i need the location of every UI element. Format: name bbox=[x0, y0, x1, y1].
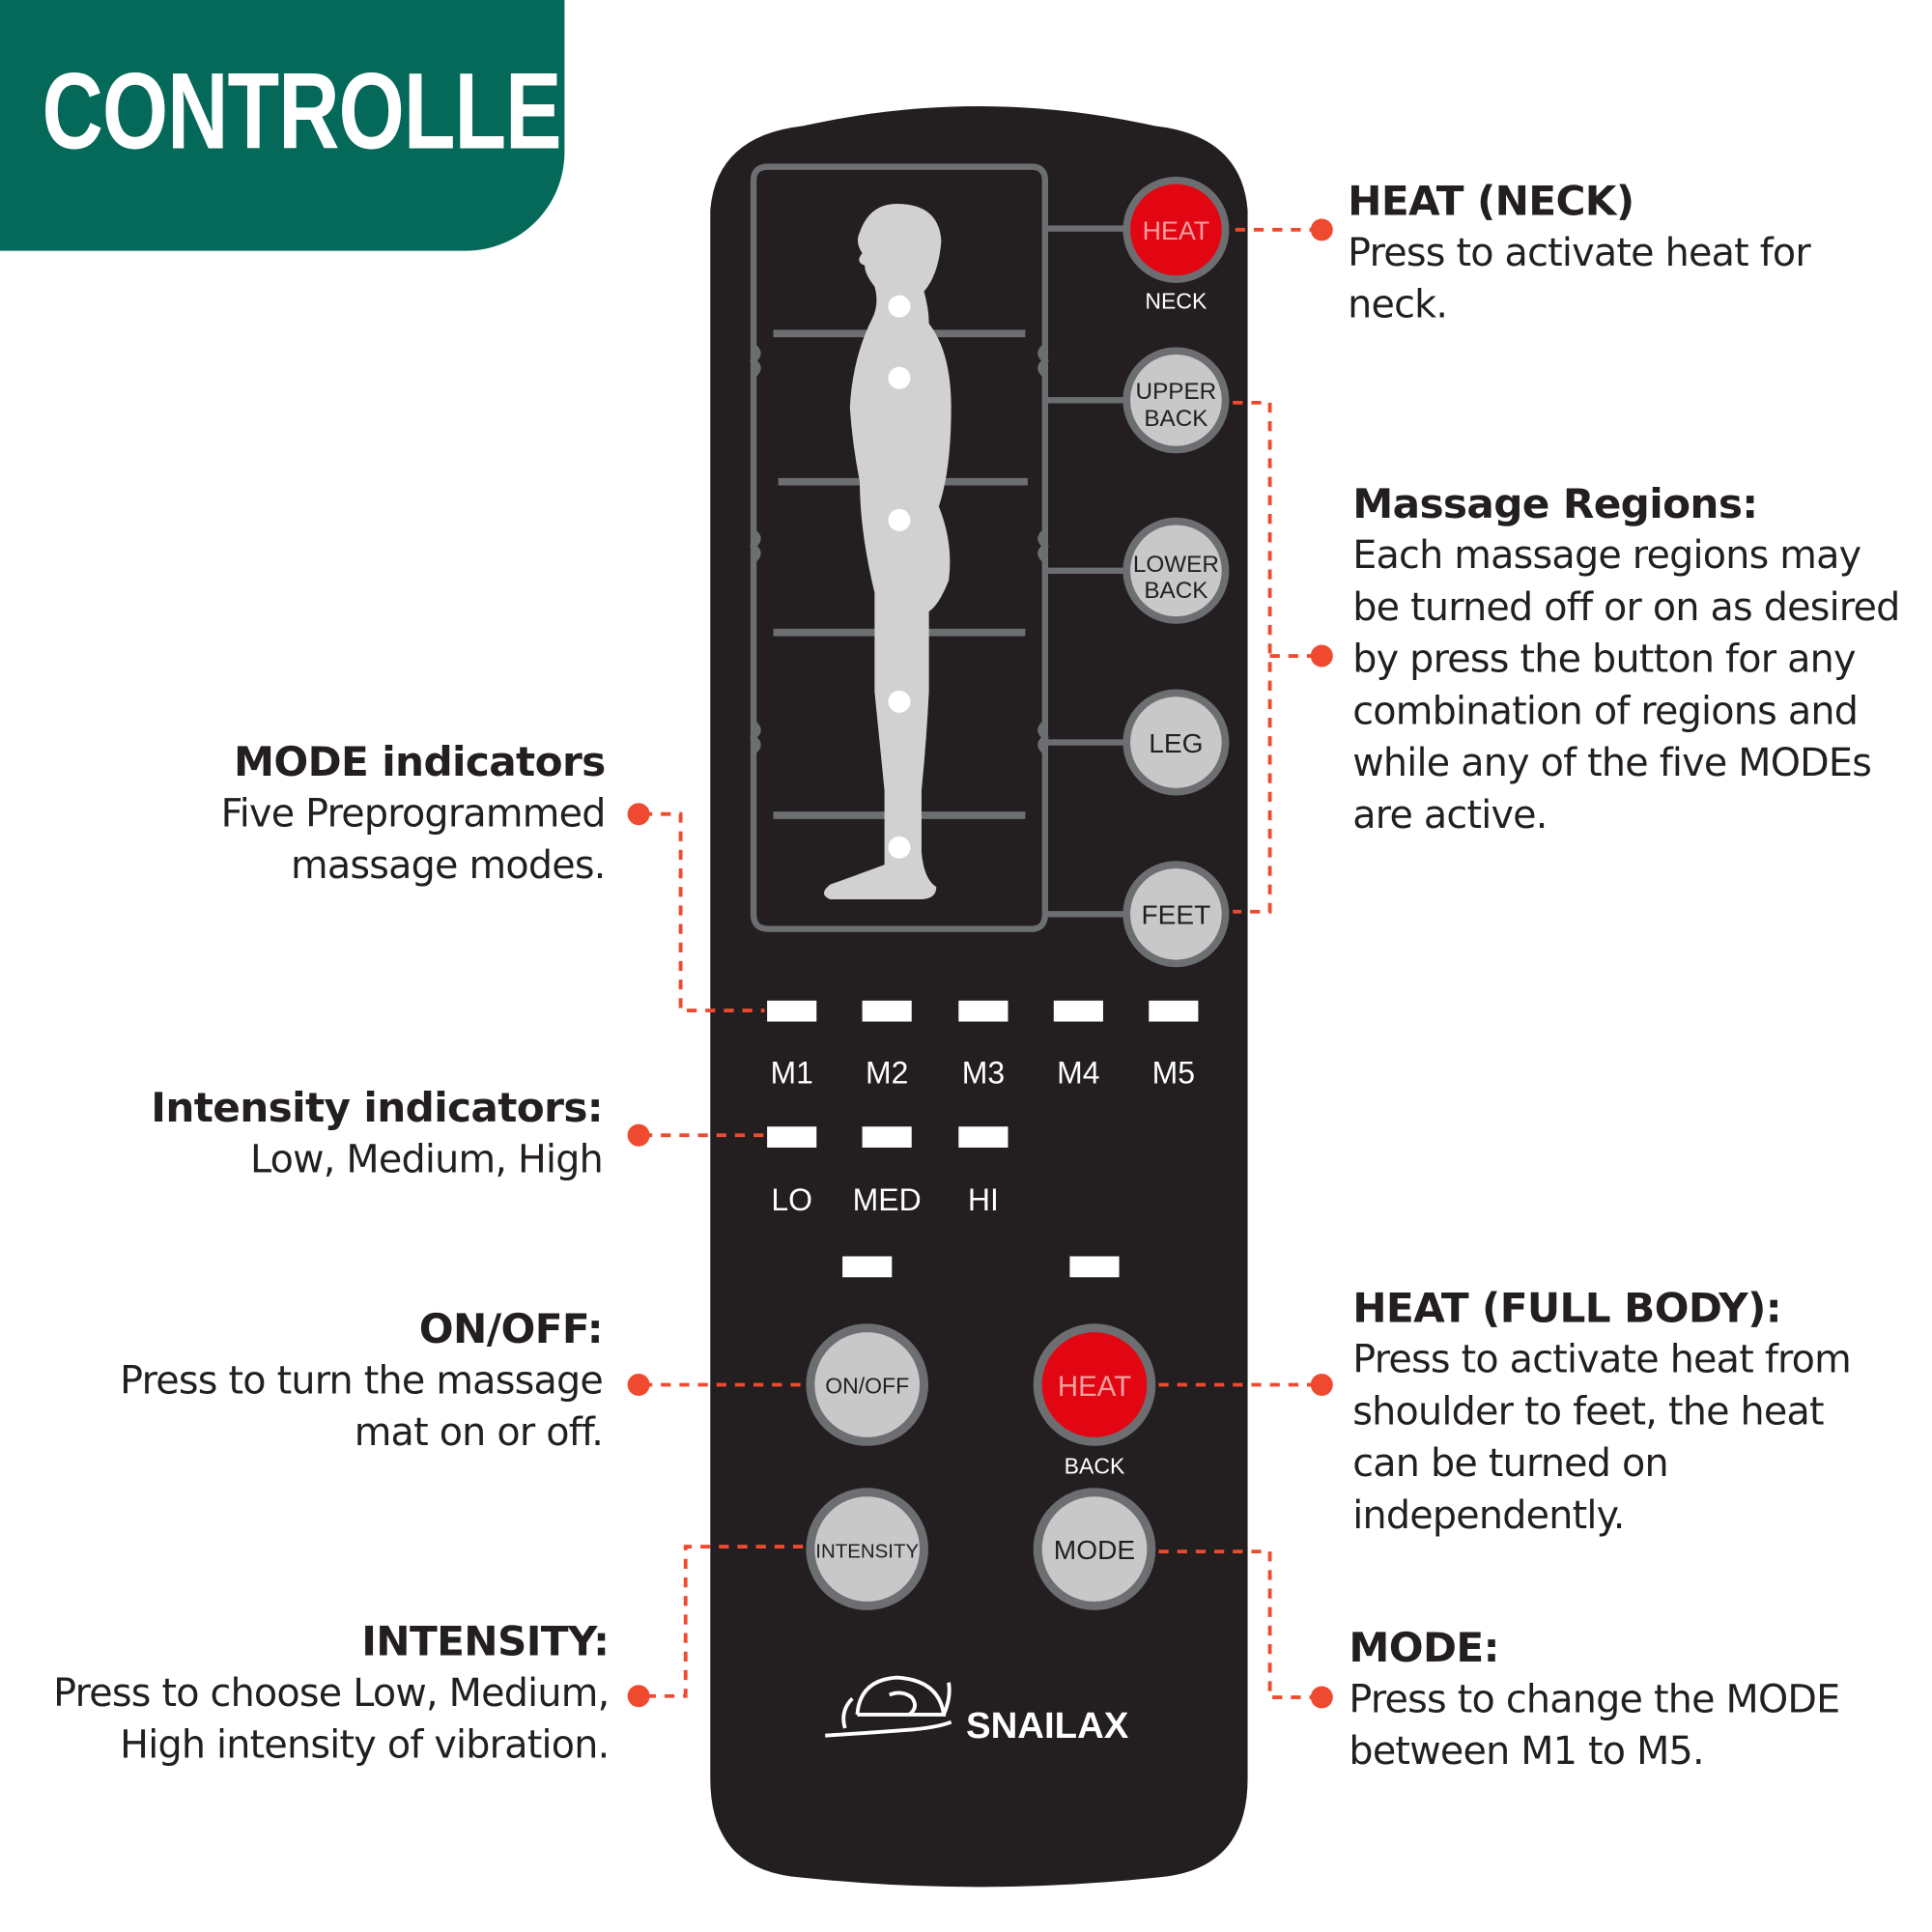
mode-indicator-labels: M1 M2 M3 M4 M5 bbox=[770, 1055, 1195, 1090]
annotation-massage-regions: Massage Regions: Each massage regions ma… bbox=[1352, 478, 1900, 841]
annotation-line: Low, Medium, High bbox=[249, 1137, 604, 1182]
annotation-title: Massage Regions: bbox=[1352, 479, 1758, 528]
annotation-line: Press to turn the massage bbox=[120, 1358, 604, 1404]
annotation-heat-neck: HEAT (NECK) Press to activate heat for n… bbox=[1348, 176, 1811, 331]
annotation-line: by press the button for any bbox=[1352, 637, 1856, 682]
annotation-line: independently. bbox=[1352, 1493, 1625, 1539]
heat-neck-label: HEAT bbox=[1143, 216, 1210, 245]
annotation-line: Press to activate heat for bbox=[1348, 231, 1811, 276]
snailax-logo-icon bbox=[825, 1675, 952, 1738]
annotation-title: INTENSITY: bbox=[361, 1616, 610, 1665]
mode-led-m5 bbox=[1149, 1000, 1199, 1022]
region-button-heat-neck[interactable]: HEAT NECK bbox=[1122, 176, 1230, 314]
body-panel-outline bbox=[750, 163, 1049, 932]
intensity-led-lo bbox=[767, 1126, 817, 1148]
onoff-label: ON/OFF bbox=[825, 1373, 909, 1398]
intensity-label-hi: HI bbox=[968, 1182, 999, 1217]
upper-back-label-1: UPPER bbox=[1136, 379, 1217, 405]
mode-label-m3: M3 bbox=[962, 1055, 1005, 1090]
heat-back-button[interactable]: HEAT BACK bbox=[1033, 1323, 1156, 1479]
annotation-line: Press to choose Low, Medium, bbox=[53, 1671, 610, 1717]
annotation-line: combination of regions and bbox=[1352, 689, 1859, 734]
onoff-button[interactable]: ON/OFF bbox=[806, 1323, 928, 1446]
annotation-title: ON/OFF: bbox=[418, 1304, 604, 1353]
region-button-leg[interactable]: LEG bbox=[1122, 689, 1230, 796]
annotation-title: HEAT (NECK) bbox=[1348, 176, 1634, 225]
intensity-indicator-labels: LO MED HI bbox=[771, 1182, 999, 1217]
mode-led-m3 bbox=[958, 1000, 1009, 1022]
mode-led-m2 bbox=[862, 1000, 912, 1022]
upper-back-label-2: BACK bbox=[1144, 406, 1208, 432]
mode-indicator-leds bbox=[767, 1000, 1199, 1022]
annotation-line: while any of the five MODEs bbox=[1352, 741, 1872, 786]
mode-led-m4 bbox=[1053, 1000, 1103, 1022]
region-button-lower-back[interactable]: LOWER BACK bbox=[1122, 517, 1230, 624]
heat-back-label: HEAT bbox=[1058, 1371, 1131, 1403]
annotation-title: HEAT (FULL BODY): bbox=[1352, 1283, 1781, 1332]
region-button-upper-back[interactable]: UPPER BACK bbox=[1122, 347, 1230, 454]
annotation-line: neck. bbox=[1348, 282, 1448, 327]
annotation-line: between M1 to M5. bbox=[1349, 1729, 1704, 1775]
lower-back-label-1: LOWER bbox=[1133, 552, 1219, 578]
mode-label-m2: M2 bbox=[866, 1055, 908, 1090]
intensity-indicator-leds bbox=[767, 1126, 1009, 1148]
annotation-line: be turned off or on as desired bbox=[1352, 585, 1900, 631]
region-button-feet[interactable]: FEET bbox=[1122, 861, 1230, 968]
annotation-mode: MODE: Press to change the MODE between M… bbox=[1349, 1622, 1840, 1777]
feet-label: FEET bbox=[1141, 900, 1210, 930]
annotation-line: shoulder to feet, the heat bbox=[1352, 1389, 1824, 1435]
intensity-led-med bbox=[862, 1126, 912, 1148]
intensity-label-lo: LO bbox=[771, 1182, 812, 1217]
annotation-title: MODE indicators bbox=[234, 737, 606, 786]
human-silhouette bbox=[823, 203, 952, 899]
button-connectors bbox=[1044, 225, 1127, 918]
annotation-onoff: ON/OFF: Press to turn the massage mat on… bbox=[120, 1303, 604, 1459]
annotation-title: MODE: bbox=[1349, 1623, 1499, 1672]
heat-back-led bbox=[1069, 1256, 1120, 1278]
mode-label-m1: M1 bbox=[770, 1055, 812, 1090]
onoff-led bbox=[842, 1256, 893, 1278]
annotation-intensity: INTENSITY: Press to choose Low, Medium, … bbox=[53, 1616, 610, 1772]
annotation-intensity-indicators: Intensity indicators: Low, Medium, High bbox=[151, 1082, 604, 1185]
mode-label-m5: M5 bbox=[1152, 1055, 1195, 1090]
annotation-mode-indicators: MODE indicators Five Preprogrammed massa… bbox=[220, 736, 607, 892]
leg-label: LEG bbox=[1149, 728, 1203, 758]
annotation-title: Intensity indicators: bbox=[151, 1083, 604, 1132]
annotation-line: Each massage regions may bbox=[1352, 533, 1861, 579]
zone-dots bbox=[888, 295, 911, 859]
mode-led-m1 bbox=[767, 1000, 817, 1022]
annotation-line: Five Preprogrammed bbox=[220, 791, 607, 837]
brand-name: SNAILAX bbox=[966, 1705, 1129, 1747]
banner-title: CONTROLLER bbox=[42, 49, 622, 172]
annotation-line: can be turned on bbox=[1352, 1441, 1668, 1487]
lower-back-label-2: BACK bbox=[1144, 578, 1208, 604]
annotation-heat-full-body: HEAT (FULL BODY): Press to activate heat… bbox=[1352, 1282, 1852, 1542]
intensity-label-med: MED bbox=[853, 1182, 922, 1217]
annotation-line: Press to change the MODE bbox=[1349, 1677, 1840, 1722]
mode-button-label: MODE bbox=[1054, 1535, 1135, 1565]
intensity-button-label: INTENSITY bbox=[815, 1541, 919, 1563]
intensity-button[interactable]: INTENSITY bbox=[806, 1488, 928, 1610]
back-label: BACK bbox=[1065, 1454, 1125, 1479]
leader-dots bbox=[627, 218, 1333, 1709]
mode-button[interactable]: MODE bbox=[1033, 1488, 1156, 1610]
annotation-line: massage modes. bbox=[290, 843, 606, 889]
title-banner: CONTROLLER bbox=[0, 0, 622, 251]
annotation-line: Press to activate heat from bbox=[1352, 1337, 1852, 1382]
annotation-line: mat on or off. bbox=[354, 1410, 604, 1456]
annotation-line: High intensity of vibration. bbox=[120, 1722, 610, 1768]
intensity-led-hi bbox=[958, 1126, 1009, 1148]
zone-notches bbox=[749, 344, 1050, 754]
annotation-line: are active. bbox=[1352, 792, 1548, 838]
neck-label: NECK bbox=[1145, 289, 1208, 314]
mode-label-m4: M4 bbox=[1057, 1055, 1099, 1090]
